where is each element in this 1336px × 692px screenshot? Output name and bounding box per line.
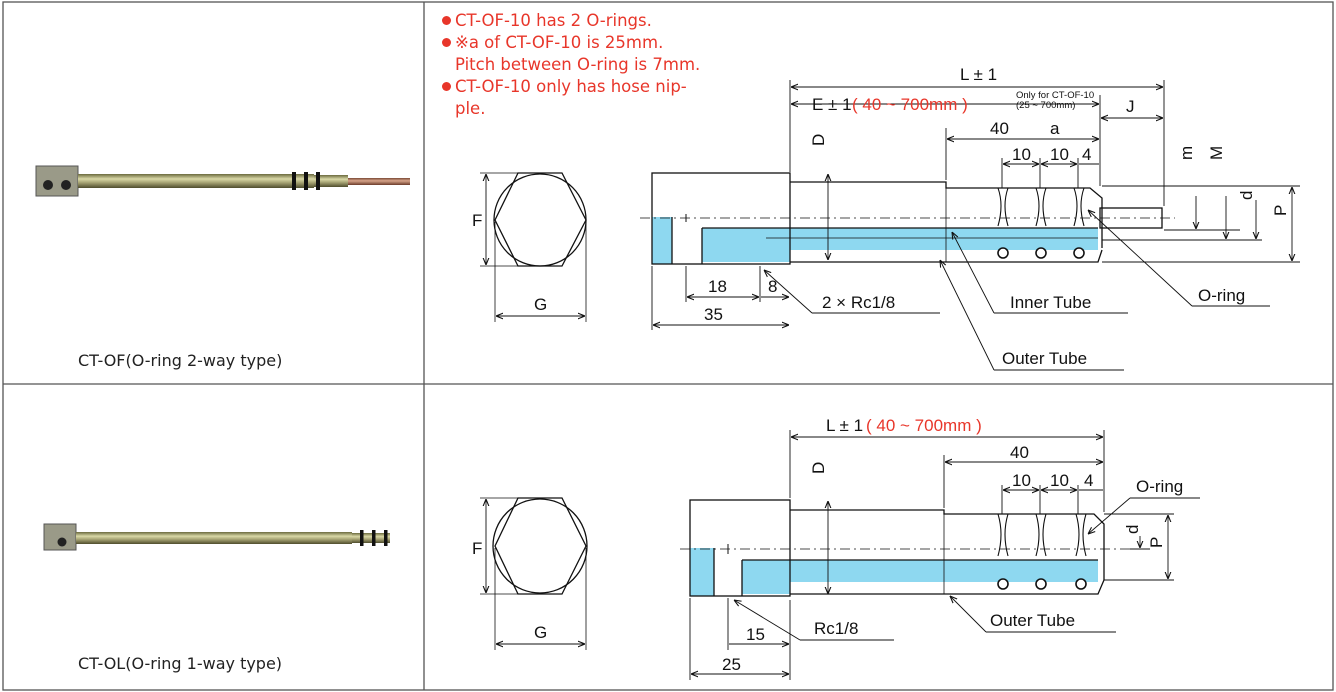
row2-caption: CT-OL(O-ring 1-way type) <box>78 654 283 673</box>
label-40-1: 40 <box>990 119 1009 138</box>
label-25: 25 <box>722 655 741 674</box>
label-E-1: E ± 1 <box>812 95 852 114</box>
label-m: m <box>1177 146 1196 160</box>
label-only-for-1: Only for CT-OF-10 <box>1016 90 1094 101</box>
label-outer-tube-2: Outer Tube <box>990 611 1075 630</box>
label-J: J <box>1126 97 1135 116</box>
label-4-2: 4 <box>1084 471 1093 490</box>
body-drawing-2 <box>680 499 1130 597</box>
label-L-1: L ± 1 <box>960 65 997 84</box>
label-10b-2: 10 <box>1050 471 1069 490</box>
dims-1 <box>651 80 1300 371</box>
bullet-dot-icon <box>442 16 451 25</box>
bullet-dot-icon <box>442 82 451 91</box>
label-oring-2: O-ring <box>1136 477 1183 496</box>
label-range-1: ( 40 ~ 700mm ) <box>852 95 968 114</box>
label-M: M <box>1207 146 1226 160</box>
label-inner-tube: Inner Tube <box>1010 293 1091 312</box>
row1-caption: CT-OF(O-ring 2-way type) <box>78 351 283 370</box>
label-15: 15 <box>746 625 765 644</box>
label-rc-2: Rc1/8 <box>814 619 858 638</box>
label-only-for-2: (25 ~ 700mm) <box>1016 100 1075 111</box>
label-d-1: d <box>1237 191 1256 200</box>
hex-view-1 <box>480 172 587 322</box>
label-P-1: P <box>1271 205 1290 216</box>
label-L-2: L ± 1 <box>826 416 863 435</box>
note-1: CT-OF-10 has 2 O-rings. <box>442 10 784 32</box>
label-10a-2: 10 <box>1012 471 1031 490</box>
product-photo-ct-of <box>35 165 410 197</box>
label-40-2: 40 <box>1010 443 1029 462</box>
label-a: a <box>1050 119 1060 138</box>
product-photo-ct-ol <box>43 523 390 551</box>
label-oring-1: O-ring <box>1198 286 1245 305</box>
label-4-1: 4 <box>1082 145 1091 164</box>
label-D-2: D <box>809 462 828 474</box>
hex-view-2 <box>480 497 588 650</box>
label-F-2: F <box>472 539 482 558</box>
label-10a-1: 10 <box>1012 145 1031 164</box>
note-5: ple. <box>455 99 486 118</box>
row1-notes: CT-OF-10 has 2 O-rings. ※a of CT-OF-10 i… <box>442 10 784 120</box>
dims-2 <box>689 430 1200 680</box>
label-P-2: P <box>1147 537 1166 548</box>
label-d-2: d <box>1123 525 1142 534</box>
label-D-1: D <box>809 134 828 146</box>
label-G-2: G <box>534 623 547 642</box>
label-18: 18 <box>708 277 727 296</box>
label-G-1: G <box>534 295 547 314</box>
label-range-2: ( 40 ~ 700mm ) <box>866 416 982 435</box>
label-8: 8 <box>768 277 777 296</box>
label-F-1: F <box>472 211 482 230</box>
note-3: Pitch between O-ring is 7mm. <box>455 55 701 74</box>
note-4: CT-OF-10 only has hose nip- <box>442 76 784 98</box>
label-35: 35 <box>704 305 723 324</box>
label-10b-1: 10 <box>1050 145 1069 164</box>
label-outer-tube-1: Outer Tube <box>1002 349 1087 368</box>
label-rc-1: 2 × Rc1/8 <box>822 293 895 312</box>
note-2: ※a of CT-OF-10 is 25mm. <box>442 32 784 54</box>
bullet-dot-icon <box>442 38 451 47</box>
body-drawing-1 <box>640 172 1175 265</box>
